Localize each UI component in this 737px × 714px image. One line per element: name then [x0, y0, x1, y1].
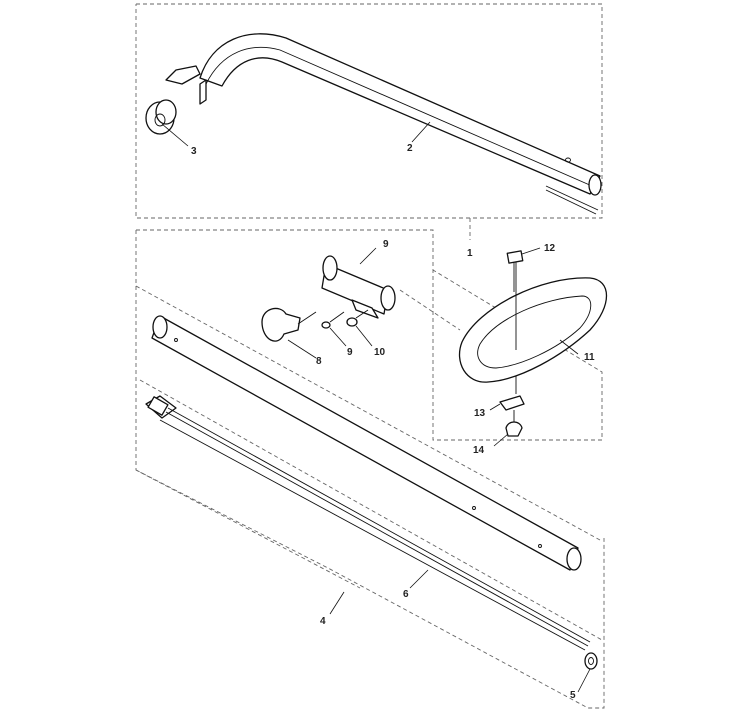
- group-frames: [135, 3, 605, 709]
- callout-11: 11: [584, 352, 595, 363]
- callout-14: 14: [473, 445, 485, 456]
- coupling-nut-part: [145, 99, 177, 135]
- upper-shaft-part: [165, 33, 602, 215]
- drive-shaft-part: [145, 395, 591, 651]
- lower-tube-part: [151, 315, 582, 571]
- handle-clamp-part: [321, 255, 396, 319]
- loop-handle-part: [458, 262, 607, 383]
- bracket-part: [499, 376, 525, 411]
- callout-9-screw: 9: [347, 347, 353, 358]
- leader-lines: [161, 121, 591, 693]
- callout-6: 6: [403, 589, 409, 600]
- screws-part: [321, 309, 369, 329]
- bolt-part: [506, 250, 524, 292]
- callout-9-clamp: 9: [383, 239, 389, 250]
- callout-10: 10: [374, 347, 386, 358]
- callout-5: 5: [570, 690, 576, 701]
- callout-3: 3: [191, 146, 197, 157]
- knob-part: [261, 307, 317, 342]
- callouts: 3 2 1 12 9 8 9 10 11 13 14 6 4 5: [191, 143, 595, 701]
- callout-1: 1: [467, 248, 473, 259]
- callout-13: 13: [474, 408, 486, 419]
- wing-nut-part: [505, 410, 523, 437]
- washer-part: [584, 652, 598, 670]
- callout-8: 8: [316, 356, 322, 367]
- callout-12: 12: [544, 243, 556, 254]
- callout-4: 4: [320, 616, 326, 627]
- callout-2: 2: [407, 143, 413, 154]
